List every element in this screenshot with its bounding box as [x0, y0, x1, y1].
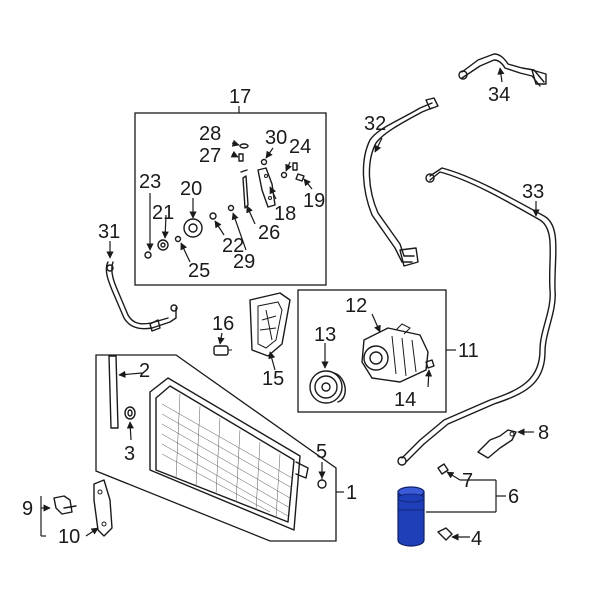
part-30-bolt[interactable]: 30: [260, 127, 288, 166]
callout-4[interactable]: 4: [471, 528, 482, 550]
callout-1[interactable]: 1: [346, 482, 357, 504]
callout-24[interactable]: 24: [289, 136, 311, 158]
part-12-compressor[interactable]: 12: [345, 295, 429, 383]
callout-19[interactable]: 19: [303, 190, 325, 212]
part-14-bolt[interactable]: 14: [394, 359, 435, 411]
part-16-switch[interactable]: 16: [212, 313, 234, 356]
callout-11[interactable]: 11: [458, 340, 479, 362]
part-7-switch[interactable]: 7: [437, 463, 496, 492]
part-29-oring[interactable]: 29: [227, 204, 256, 274]
callout-6[interactable]: 6: [508, 486, 519, 508]
receiver-drier-body[interactable]: [397, 491, 425, 547]
part-19-valve[interactable]: 19: [295, 173, 325, 212]
part-31-discharge-hose[interactable]: 31: [98, 221, 178, 332]
callout-15[interactable]: 15: [262, 368, 284, 390]
part-32-suction-hose[interactable]: 32: [362, 97, 439, 267]
callout-25[interactable]: 25: [188, 260, 210, 282]
part-4-fitting[interactable]: 4: [426, 511, 496, 550]
part-21-seal[interactable]: 21: [152, 202, 174, 251]
part-13-clutch[interactable]: 13: [309, 324, 346, 404]
part-23-oring[interactable]: 23: [139, 171, 161, 259]
part-25-snap-ring[interactable]: 25: [174, 235, 211, 283]
callout-5[interactable]: 5: [316, 441, 327, 463]
callout-3[interactable]: 3: [124, 443, 135, 465]
callout-8[interactable]: 8: [538, 422, 549, 444]
callout-14[interactable]: 14: [394, 389, 416, 411]
callout-21[interactable]: 21: [152, 202, 174, 224]
callout-10[interactable]: 10: [58, 526, 80, 548]
part-condenser[interactable]: [149, 377, 309, 531]
part-34-liquid-line[interactable]: 34: [458, 53, 547, 106]
part-9-10-bracket[interactable]: 9 10: [22, 479, 113, 548]
part-5-bolt[interactable]: 5: [316, 441, 327, 489]
callout-27[interactable]: 27: [199, 145, 221, 167]
callout-17[interactable]: 17: [229, 86, 251, 108]
callout-18[interactable]: 18: [274, 203, 296, 225]
callout-29[interactable]: 29: [233, 251, 255, 273]
callout-13[interactable]: 13: [314, 324, 336, 346]
group-box-11: [297, 289, 447, 413]
part-6-receiver-drier[interactable]: [397, 486, 425, 547]
part-8-bracket[interactable]: 8: [477, 422, 549, 459]
callout-16[interactable]: 16: [212, 313, 234, 335]
part-26-plate[interactable]: 26: [240, 169, 280, 244]
callout-2[interactable]: 2: [139, 360, 150, 382]
callout-34[interactable]: 34: [488, 84, 510, 106]
callout-33[interactable]: 33: [522, 181, 544, 203]
part-3-bushing[interactable]: 3: [124, 406, 136, 465]
part-24-fitting[interactable]: 24: [280, 136, 312, 179]
callout-23[interactable]: 23: [139, 171, 161, 193]
callout-9[interactable]: 9: [22, 498, 33, 520]
group-box-1: [95, 354, 337, 542]
callout-12[interactable]: 12: [345, 295, 367, 317]
callout-28[interactable]: 28: [199, 123, 221, 145]
callout-32[interactable]: 32: [364, 113, 386, 135]
part-20-shaft-seal[interactable]: 20: [180, 178, 203, 238]
callout-7[interactable]: 7: [462, 470, 473, 492]
part-27-valve[interactable]: 27: [199, 145, 244, 167]
group-box-17: [134, 112, 327, 286]
callout-30[interactable]: 30: [265, 127, 287, 149]
part-22-oring[interactable]: 22: [209, 212, 244, 257]
part-18-bracket[interactable]: 18: [257, 167, 296, 225]
part-15-gasket[interactable]: 15: [249, 292, 291, 390]
callout-31[interactable]: 31: [98, 221, 120, 243]
part-28-oring[interactable]: 28: [199, 123, 249, 149]
part-33-pressure-line[interactable]: 33: [397, 167, 557, 466]
part-2-seal-strip[interactable]: 2: [108, 355, 150, 429]
callout-20[interactable]: 20: [180, 178, 202, 200]
callout-26[interactable]: 26: [258, 222, 280, 244]
callout-22[interactable]: 22: [222, 235, 244, 257]
